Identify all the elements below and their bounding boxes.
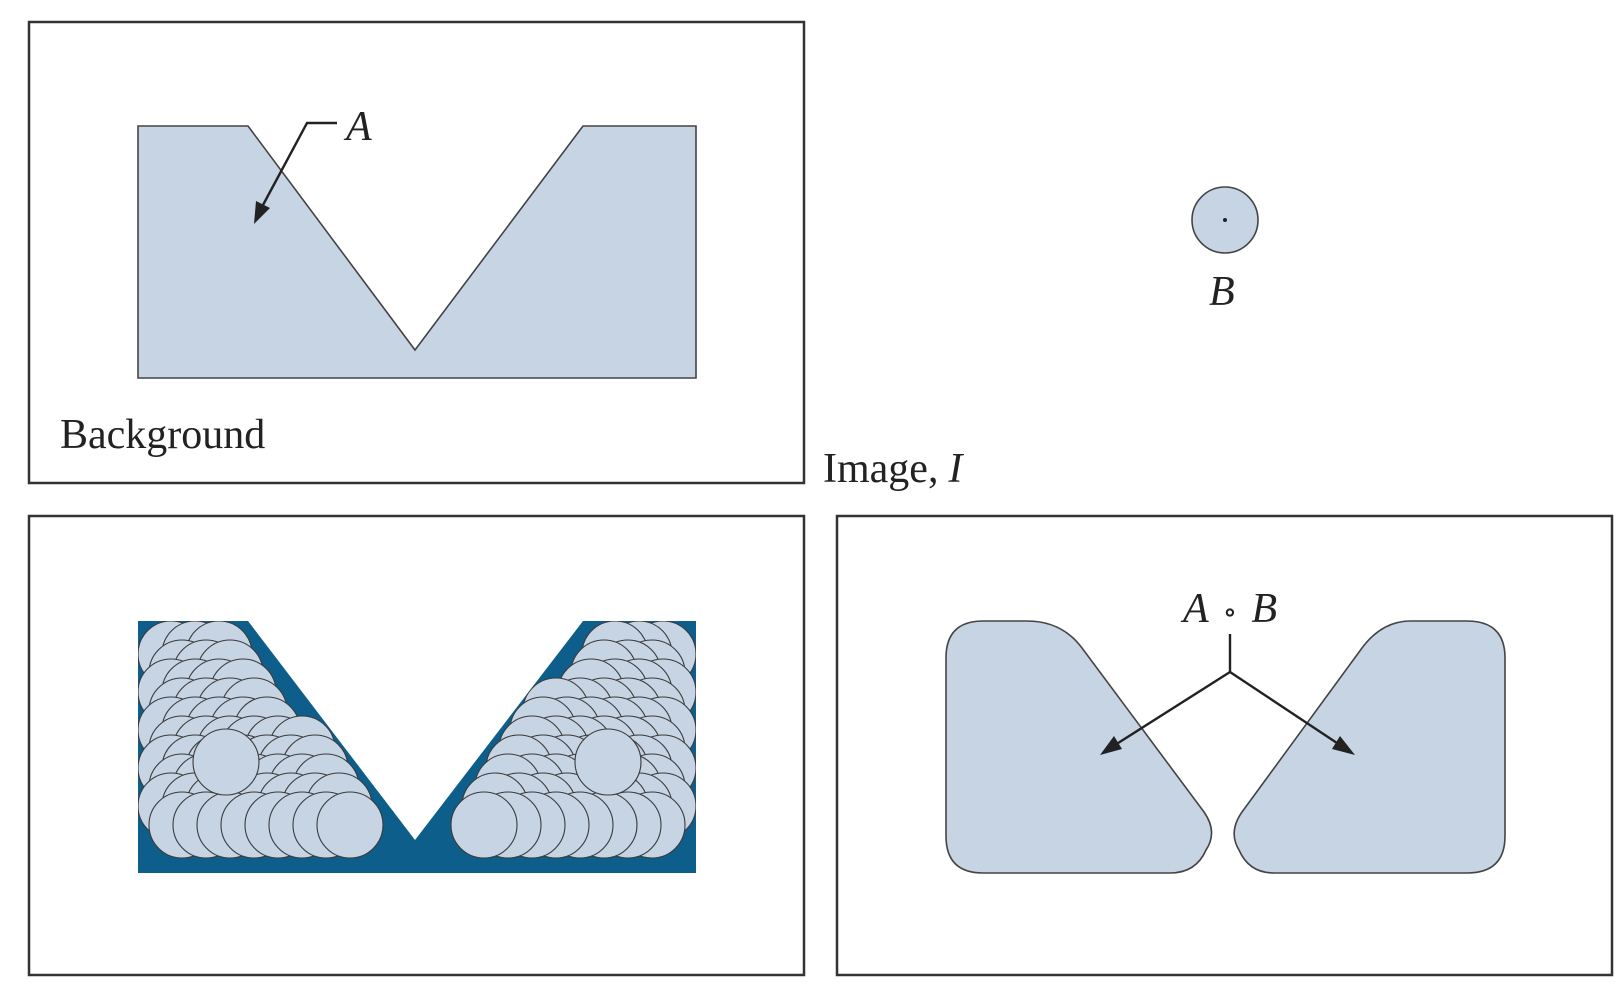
opening-left-region (945, 620, 1213, 874)
translation-frame (27, 514, 806, 977)
structuring-element-origin (1223, 218, 1227, 222)
image-caption: Image,I (823, 446, 964, 492)
opening-frame (835, 514, 1614, 977)
set-a-region (137, 125, 697, 379)
translated-b-discs (138, 621, 696, 859)
image-caption-text: Image, (823, 446, 938, 492)
set-a-label: A (343, 104, 372, 150)
image-symbol: I (947, 446, 964, 492)
set-b-label: B (1209, 269, 1235, 315)
opening-right-region (1233, 620, 1506, 874)
set-a-pointer-arrow (254, 121, 337, 224)
opening-label-a: A (1180, 586, 1209, 632)
opening-label-b: B (1251, 586, 1277, 632)
translation-panel (27, 514, 806, 977)
image-frame (27, 20, 806, 485)
background-label: Background (60, 412, 265, 458)
opening-pointer-arrows (1100, 634, 1355, 755)
translated-b-disc (450, 791, 518, 859)
structuring-element: B (1191, 186, 1259, 315)
image-panel: A Background (27, 20, 806, 485)
translated-b-disc (574, 728, 642, 796)
opening-operator: ∘ (1223, 596, 1238, 629)
translated-b-disc (316, 791, 384, 859)
translated-b-disc (192, 728, 260, 796)
svg-text:Image,I: Image,I (823, 446, 964, 492)
opening-panel: A ∘ B (835, 514, 1614, 977)
opening-label: A ∘ B (1180, 586, 1277, 632)
